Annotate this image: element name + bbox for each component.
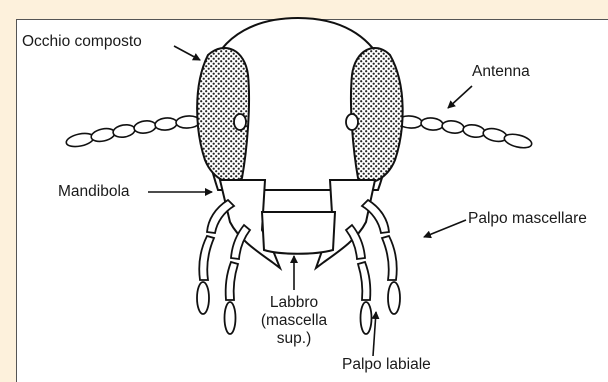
label-labial-palp: Palpo labiale [342, 356, 431, 374]
label-antenna: Antenna [472, 63, 530, 81]
label-labrum: Labbro (mascella sup.) [252, 294, 336, 348]
arrow-antenna [448, 86, 472, 108]
label-labrum-line-3: sup.) [252, 330, 336, 348]
label-maxillary-palp: Palpo mascellare [468, 210, 587, 228]
label-labrum-line-2: (mascella [252, 312, 336, 330]
arrow-labial-palp [373, 312, 376, 356]
right-compound-eye [351, 48, 403, 182]
label-mandible: Mandibola [58, 183, 130, 201]
label-compound-eye: Occhio composto [22, 33, 142, 51]
label-labrum-line-1: Labbro [252, 294, 336, 312]
arrow-maxillary-palp [424, 220, 466, 237]
labrum [262, 212, 335, 254]
arrow-compound-eye [174, 46, 200, 60]
